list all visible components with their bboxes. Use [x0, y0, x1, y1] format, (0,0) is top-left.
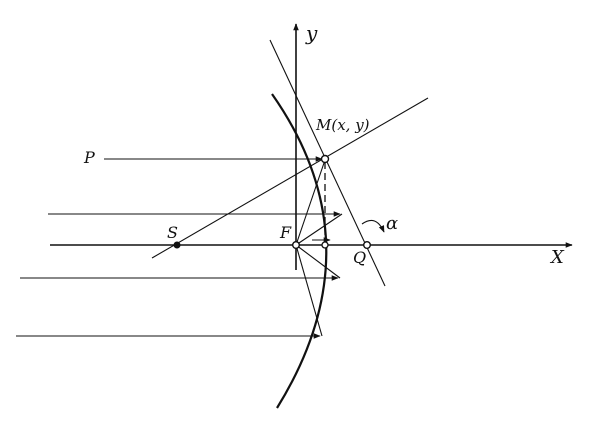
tangent-line-at-m — [269, 39, 386, 287]
point-p-label: P — [83, 148, 95, 167]
angle-alpha-label: α — [386, 213, 398, 234]
point-m-marker — [320, 154, 330, 164]
reflected-bottom — [295, 244, 323, 337]
parabola-mirror — [271, 93, 328, 409]
point-q-marker — [363, 240, 372, 249]
point-s-label: S — [167, 223, 178, 242]
reflected-lower — [295, 244, 341, 279]
point-m-label: M(x, y) — [315, 116, 370, 134]
point-q-label: Q — [353, 248, 366, 267]
x-axis-label: X — [549, 247, 565, 268]
angle-alpha-arc — [361, 219, 385, 233]
point-s-marker — [173, 241, 181, 249]
y-axis-label: y — [305, 21, 318, 45]
foot-point-marker — [321, 241, 329, 249]
line-s-m — [151, 97, 429, 259]
point-f-marker — [292, 240, 301, 249]
reflected-from-m — [295, 159, 326, 246]
point-f-label: F — [279, 223, 292, 242]
reflected-upper — [295, 213, 343, 246]
